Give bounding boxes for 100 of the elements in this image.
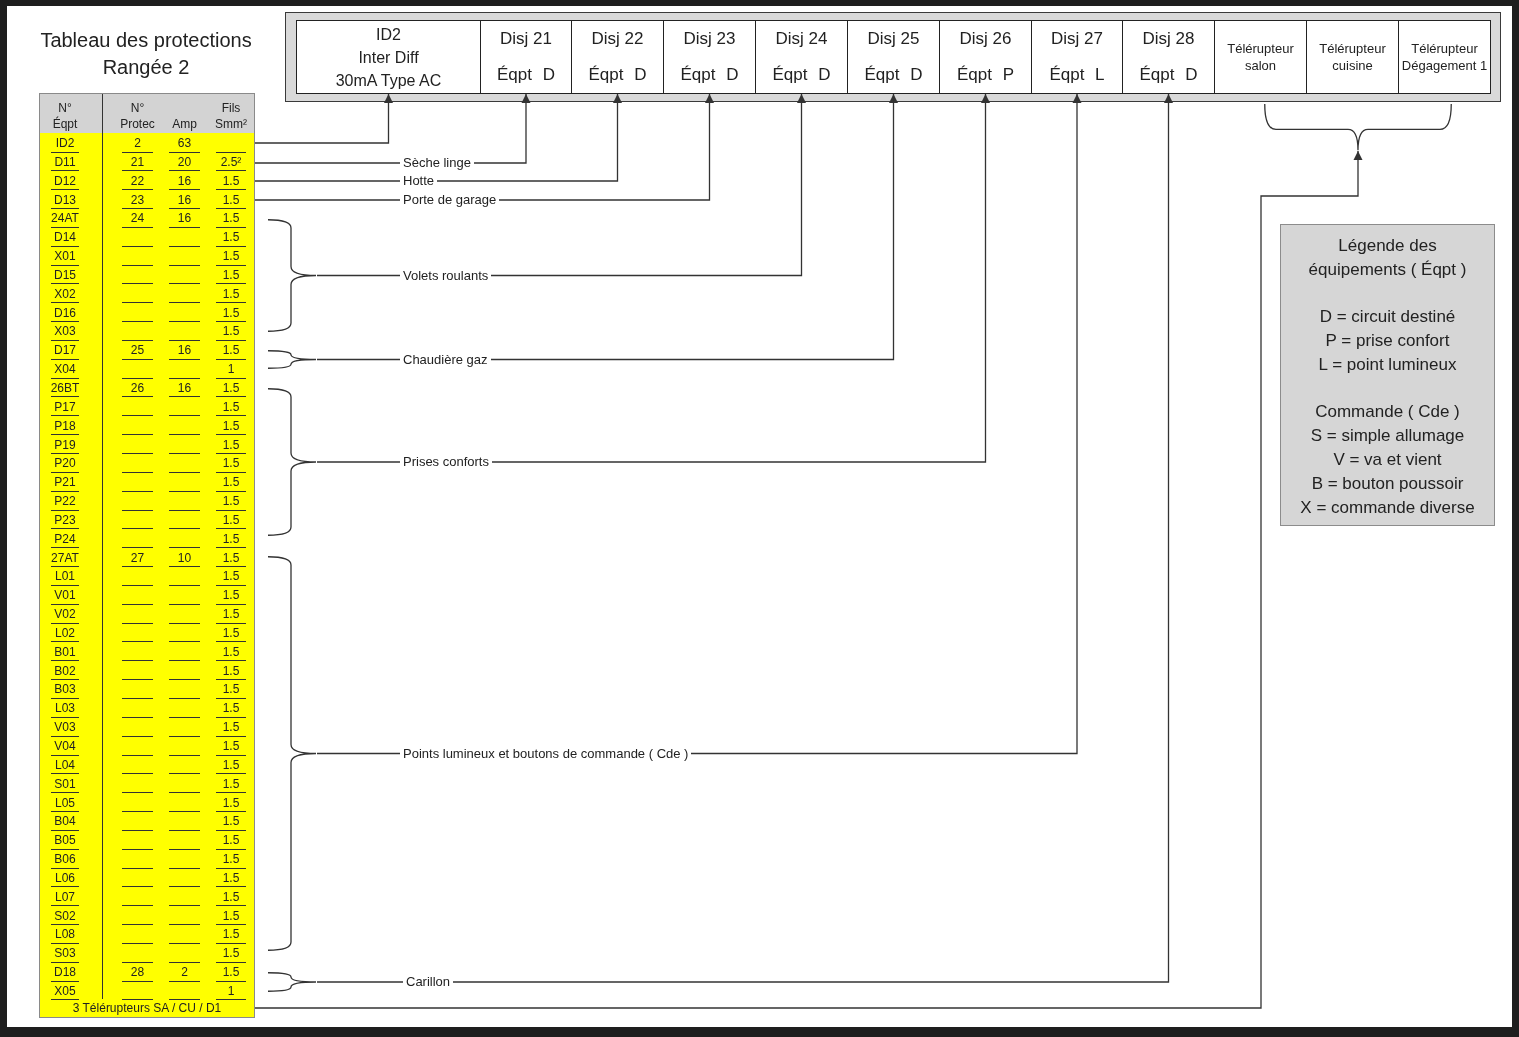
legend-entry: B = bouton poussoir <box>1311 474 1464 493</box>
diagram-title: Tableau des protections Rangée 2 <box>40 29 252 78</box>
breaker-name: Disj 23 <box>683 29 736 48</box>
wire-section: 1.5 <box>222 588 240 603</box>
legend-entry: D = circuit destiné <box>1319 307 1456 326</box>
relay-box <box>1306 20 1399 94</box>
wire-section: 1.5 <box>222 644 240 659</box>
wire-section: 2.5² <box>220 154 242 169</box>
equipment-code: V03 <box>54 720 76 735</box>
equipment-code: V01 <box>54 588 76 603</box>
wire-section: 1.5 <box>222 494 240 509</box>
equipment-type: Éqpt D <box>864 65 923 84</box>
wire-section: 1.5 <box>222 965 240 980</box>
equipment-code: L08 <box>55 927 75 942</box>
equipment-code: P19 <box>54 437 76 452</box>
wire-section: 1.5 <box>222 795 240 810</box>
protection-number: 2 <box>134 136 141 150</box>
equipment-code: X05 <box>54 983 76 998</box>
equipment-code: B03 <box>54 682 76 697</box>
amperage: 16 <box>177 343 192 358</box>
equipment-code: D16 <box>54 305 76 320</box>
wire-section: 1.5 <box>222 889 240 904</box>
wire-section: 1.5 <box>222 211 240 226</box>
equipment-code: P22 <box>54 494 76 509</box>
wire-section: 1.5 <box>222 870 240 885</box>
column-header: N° Éqpt <box>52 100 78 132</box>
equipment-code: B02 <box>54 663 76 678</box>
edge-label: Porte de garage <box>400 192 500 208</box>
breaker-name: Disj 22 <box>591 29 644 48</box>
equipment-code: S03 <box>54 946 76 961</box>
breaker-row-frame <box>285 12 1501 102</box>
curly-brace <box>267 219 317 332</box>
amperage: 2 <box>181 965 188 980</box>
equipment-code: B04 <box>54 814 76 829</box>
wire-section: 1.5 <box>222 569 240 584</box>
breaker-box <box>296 20 481 94</box>
equipment-type: Éqpt D <box>1139 65 1198 84</box>
wire-section: 1.5 <box>222 399 240 414</box>
equipment-code: P23 <box>54 512 76 527</box>
amperage: 20 <box>177 154 192 169</box>
legend-entry: X = commande diverse <box>1300 498 1475 517</box>
equipment-code: X04 <box>54 362 76 377</box>
breaker-name: Disj 26 <box>959 29 1012 48</box>
wire-section: 1.5 <box>222 682 240 697</box>
wire-section: 1.5 <box>222 418 240 433</box>
equipment-code: L02 <box>55 625 75 640</box>
breaker-box <box>847 20 940 94</box>
wire-section: 1.5 <box>222 286 240 301</box>
device-type: Inter Diff <box>358 48 419 66</box>
equipment-code: D12 <box>54 173 76 188</box>
equipment-code: S02 <box>54 908 76 923</box>
breaker-name: Disj 24 <box>775 29 828 48</box>
equipment-code: V04 <box>54 739 76 753</box>
wire-section: 1.5 <box>222 607 240 622</box>
equipment-code: X03 <box>54 324 76 339</box>
wire-section: 1.5 <box>222 908 240 923</box>
wire-section: 1.5 <box>222 324 240 339</box>
curly-brace <box>267 350 317 369</box>
arrow <box>254 93 622 182</box>
arrow <box>316 93 898 361</box>
equipment-code: D13 <box>54 192 76 207</box>
wire-section: 1.5 <box>222 833 240 848</box>
wire-section: 1.5 <box>222 927 240 942</box>
protection-number: 21 <box>130 154 145 169</box>
wire-section: 1.5 <box>222 663 240 678</box>
wire-section: 1 <box>227 983 235 998</box>
arrow <box>254 93 393 144</box>
equipment-code: P24 <box>54 531 76 546</box>
wire-section: 1.5 <box>222 625 240 640</box>
wire-section: 1.5 <box>222 475 240 490</box>
equipment-code: L04 <box>55 757 75 772</box>
legend-subheading: Commande ( Cde ) <box>1315 402 1460 421</box>
column-header: N° Protec <box>120 100 155 132</box>
amperage: 63 <box>177 136 192 150</box>
legend-entry: S = simple allumage <box>1310 426 1465 445</box>
breaker-name: Disj 25 <box>867 29 920 48</box>
amperage: 16 <box>177 192 192 207</box>
breaker-name: Disj 27 <box>1051 29 1103 48</box>
wire-section: 1.5 <box>222 343 240 358</box>
equipment-code: L03 <box>55 701 75 716</box>
equipment-code: S01 <box>54 776 76 791</box>
curly-brace <box>267 556 317 951</box>
equipment-type: Éqpt D <box>588 65 647 84</box>
relay-box <box>1214 20 1307 94</box>
equipment-code: D15 <box>54 267 76 282</box>
equipment-type: Éqpt L <box>1049 65 1105 84</box>
curly-brace <box>1264 103 1452 151</box>
equipment-code: B06 <box>54 852 76 867</box>
table-note: 3 Télérupteurs SA / CU / D1 <box>72 1001 222 1015</box>
equipment-type: Éqpt D <box>497 65 555 84</box>
equipment-code: P18 <box>54 418 76 433</box>
equipment-type: Éqpt P <box>956 65 1014 84</box>
column-header: Amp <box>172 116 197 132</box>
equipment-code: L01 <box>55 569 75 584</box>
wire-section: 1.5 <box>222 512 240 527</box>
equipment-code: X01 <box>54 249 76 264</box>
protection-number: 26 <box>130 380 145 395</box>
wire-section: 1.5 <box>222 456 240 471</box>
wire-section: 1.5 <box>222 720 240 735</box>
wire-section: 1.5 <box>222 437 240 452</box>
